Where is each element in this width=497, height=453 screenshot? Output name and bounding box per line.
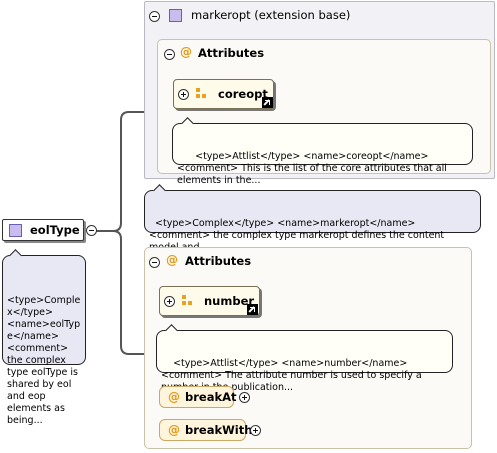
reference-arrow-icon[interactable] — [247, 304, 258, 315]
extension-attributes-group: @ Attributes coreopt <type>Attlist</type… — [157, 39, 491, 186]
expand-toggle-icon[interactable] — [239, 392, 250, 403]
extension-base-panel: markeropt (extension base) @ Attributes … — [144, 1, 495, 186]
root-element-box[interactable]: eolType — [2, 219, 84, 241]
connector-to-extension — [96, 111, 145, 232]
at-sign-icon: @ — [168, 423, 180, 437]
markeropt-comment-bubble: <type>Complex</type> <name>markeropt</na… — [144, 184, 481, 253]
complex-type-icon — [9, 224, 22, 237]
collapse-toggle-icon[interactable] — [149, 11, 160, 22]
attribute-group-icon — [196, 88, 207, 99]
collapse-toggle-icon[interactable] — [149, 257, 160, 268]
attribute-name: breakAt — [185, 390, 237, 404]
attributes-label: Attributes — [185, 254, 252, 268]
collapse-toggle-icon[interactable] — [86, 225, 97, 236]
root-element-name: eolType — [30, 223, 80, 237]
at-sign-icon: @ — [180, 45, 192, 59]
group-ref-name: number — [204, 294, 255, 308]
extension-title: markeropt (extension base) — [191, 8, 351, 22]
root-comment-text: <type>Complex</type> <name>eolType</name… — [7, 295, 81, 426]
expand-toggle-icon[interactable] — [164, 296, 175, 307]
at-sign-icon: @ — [166, 253, 178, 267]
number-comment-bubble: <type>Attlist</type> <name>number</name>… — [156, 324, 453, 393]
attribute-breakWith[interactable]: @ breakWith — [159, 419, 252, 441]
at-sign-icon: @ — [168, 390, 180, 404]
complex-type-icon — [169, 9, 182, 22]
coreopt-group-ref[interactable]: coreopt — [173, 79, 274, 109]
coreopt-comment-text: <type>Attlist</type> <name>coreopt</name… — [177, 151, 450, 186]
number-group-ref[interactable]: number — [159, 286, 260, 316]
attribute-group-icon — [182, 295, 193, 306]
root-comment-bubble: <type>Complex</type> <name>eolType</name… — [2, 249, 86, 426]
local-attributes-group: @ Attributes number <type>Attlist</type>… — [144, 247, 472, 449]
expand-toggle-icon[interactable] — [178, 89, 189, 100]
expand-toggle-icon[interactable] — [250, 425, 261, 436]
coreopt-comment-bubble: <type>Attlist</type> <name>coreopt</name… — [172, 117, 473, 186]
attribute-name: breakWith — [185, 423, 253, 437]
attribute-breakAt[interactable]: @ breakAt — [159, 386, 237, 408]
group-ref-name: coreopt — [218, 87, 268, 101]
bubble-tail — [181, 117, 194, 130]
attributes-label: Attributes — [198, 46, 265, 60]
bubble-tail — [165, 324, 178, 337]
connector-to-attributes — [112, 230, 145, 355]
collapse-toggle-icon[interactable] — [164, 49, 175, 60]
reference-arrow-icon[interactable] — [262, 97, 273, 108]
